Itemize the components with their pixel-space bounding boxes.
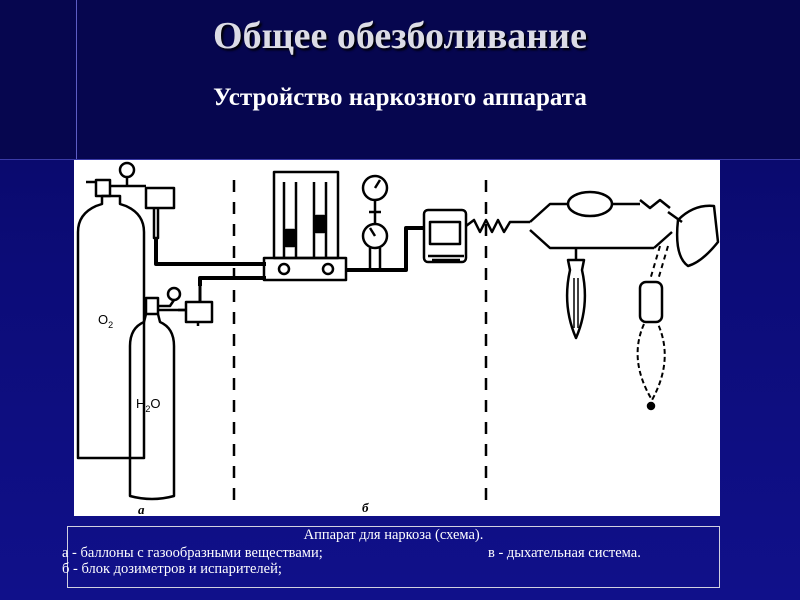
h2o-reducer: [184, 300, 214, 324]
header-band: [0, 0, 800, 160]
slide-title: Общее обезболивание: [213, 15, 587, 57]
reservoir-bag-right-lower: [636, 323, 666, 401]
reservoir-bag-right-upper: [638, 280, 664, 324]
corrugated-tube: [465, 218, 530, 234]
o2-label: O2: [98, 312, 113, 330]
decorative-vertical-line: [76, 0, 77, 160]
reservoir-bag-left: [565, 248, 587, 340]
h2o-label: H2O: [136, 396, 161, 414]
decorative-horizontal-line: [0, 159, 800, 160]
caption-item-v: в - дыхательная система.: [488, 545, 641, 561]
o2-reducer: [144, 186, 176, 210]
reservoir-tube-dashed: [649, 245, 669, 281]
caption-item-a: а - баллоны с газообразными веществами;: [62, 545, 323, 561]
o2-valve: [94, 178, 112, 198]
breathing-circuit-lower: [529, 229, 654, 250]
diagram-svg: O2 H2O а б: [76, 161, 720, 516]
vaporizer: [422, 208, 468, 264]
anesthesia-machine-diagram: O2 H2O а б: [74, 160, 720, 516]
h2o-pipe: [198, 276, 266, 286]
h2o-cylinder: [128, 312, 176, 501]
absorber-canister: [566, 190, 614, 218]
breathing-circuit-upper: [529, 202, 568, 223]
rotameter-frame: [272, 170, 340, 260]
main-gas-pipe: [346, 226, 424, 272]
caption-title: Аппарат для наркоза (схема).: [303, 527, 484, 543]
o2-pipe: [154, 238, 266, 266]
diagram-caption: Аппарат для наркоза (схема). а - баллоны…: [62, 526, 720, 588]
face-mask: [675, 204, 720, 268]
section-b-label: б: [362, 500, 369, 515]
caption-item-b: б - блок дозиметров и испарителей;: [62, 561, 282, 577]
o2-cylinder: [76, 194, 146, 460]
slide-subtitle: Устройство наркозного аппарата: [213, 84, 587, 111]
section-a-label: а: [138, 502, 145, 516]
o2-gauge-icon: [118, 161, 136, 179]
h2o-gauge-icon: [166, 286, 182, 302]
